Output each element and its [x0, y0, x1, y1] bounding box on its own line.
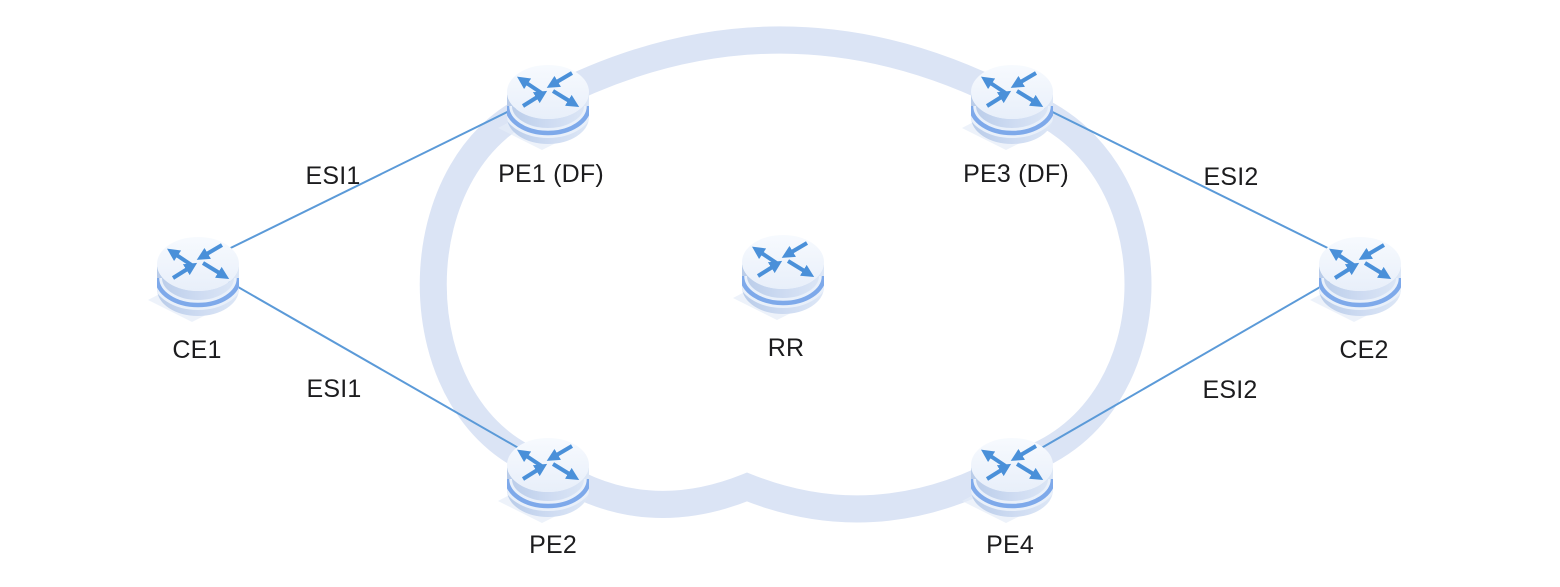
link-label-esi1-bottom: ESI1 — [306, 375, 362, 403]
link-ce1-pe1 — [197, 91, 549, 265]
router-icon — [493, 47, 603, 157]
link-ce1-pe2 — [197, 263, 549, 466]
router-icon — [1305, 219, 1415, 329]
node-label-rr: RR — [767, 334, 805, 362]
node-pe1 — [493, 47, 603, 157]
node-label-pe4: PE4 — [986, 531, 1034, 559]
link-ce2-pe4 — [1011, 263, 1361, 466]
node-label-pe2: PE2 — [529, 531, 577, 559]
node-ce1 — [143, 219, 253, 329]
router-icon — [143, 219, 253, 329]
node-ce2 — [1305, 219, 1415, 329]
mpls-cloud-outline — [419, 26, 1152, 523]
link-label-esi1-top: ESI1 — [305, 162, 361, 190]
node-label-ce1: CE1 — [172, 336, 222, 364]
router-icon — [493, 420, 603, 530]
node-label-pe1: PE1 (DF) — [498, 160, 604, 188]
node-label-ce2: CE2 — [1339, 336, 1389, 364]
link-label-esi2-top: ESI2 — [1203, 163, 1259, 191]
router-icon — [728, 217, 838, 327]
node-pe4 — [957, 420, 1067, 530]
link-label-esi2-bottom: ESI2 — [1202, 376, 1258, 404]
link-ce2-pe3 — [1011, 91, 1361, 265]
node-pe2 — [493, 420, 603, 530]
router-icon — [957, 420, 1067, 530]
node-pe3 — [957, 47, 1067, 157]
router-icon — [957, 47, 1067, 157]
node-label-pe3: PE3 (DF) — [963, 160, 1069, 188]
node-rr — [728, 217, 838, 327]
